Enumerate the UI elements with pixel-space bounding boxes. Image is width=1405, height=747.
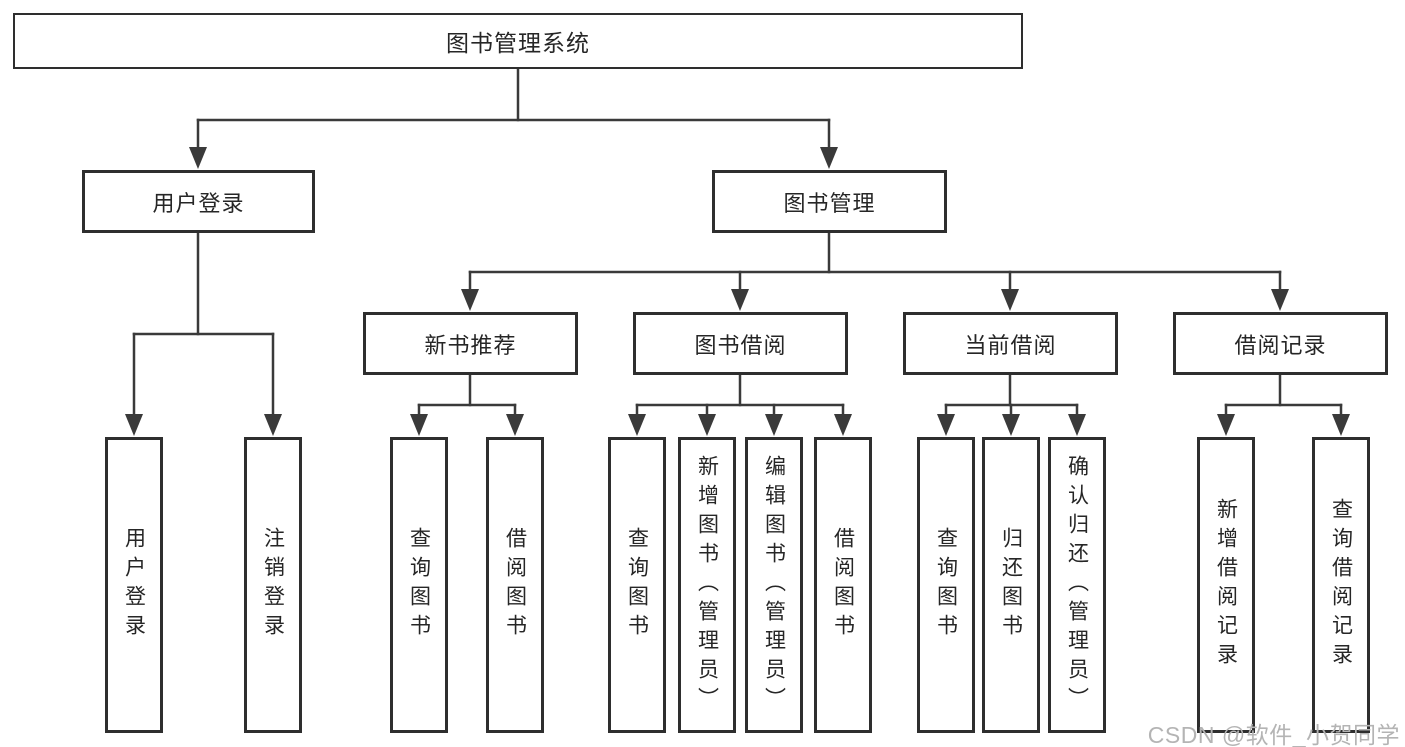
leaf-query-books-recommendation: 查询图书 <box>390 437 448 733</box>
leaf-query-books-borrowing: 查询图书 <box>608 437 666 733</box>
leaf-edit-book-admin: 编辑图书（管理员） <box>745 437 803 733</box>
leaf-query-books-current: 查询图书 <box>917 437 975 733</box>
leaf-add-book-admin: 新增图书（管理员） <box>678 437 736 733</box>
leaf-query-borrowing-record: 查询借阅记录 <box>1312 437 1370 733</box>
node-user-login: 用户登录 <box>82 170 315 233</box>
node-new-book-recommendation: 新书推荐 <box>363 312 578 375</box>
leaf-borrow-books-borrowing: 借阅图书 <box>814 437 872 733</box>
leaf-confirm-return-admin: 确认归还（管理员） <box>1048 437 1106 733</box>
node-current-borrowing: 当前借阅 <box>903 312 1118 375</box>
leaf-borrow-books-recommendation: 借阅图书 <box>486 437 544 733</box>
leaf-user-login: 用户登录 <box>105 437 163 733</box>
watermark: CSDN @软件_小贺同学 <box>1147 722 1400 747</box>
node-book-borrowing: 图书借阅 <box>633 312 848 375</box>
node-book-management: 图书管理 <box>712 170 947 233</box>
leaf-logout: 注销登录 <box>244 437 302 733</box>
node-borrowing-records: 借阅记录 <box>1173 312 1388 375</box>
node-library-management-system: 图书管理系统 <box>13 13 1023 69</box>
leaf-return-books: 归还图书 <box>982 437 1040 733</box>
leaf-add-borrowing-record: 新增借阅记录 <box>1197 437 1255 733</box>
